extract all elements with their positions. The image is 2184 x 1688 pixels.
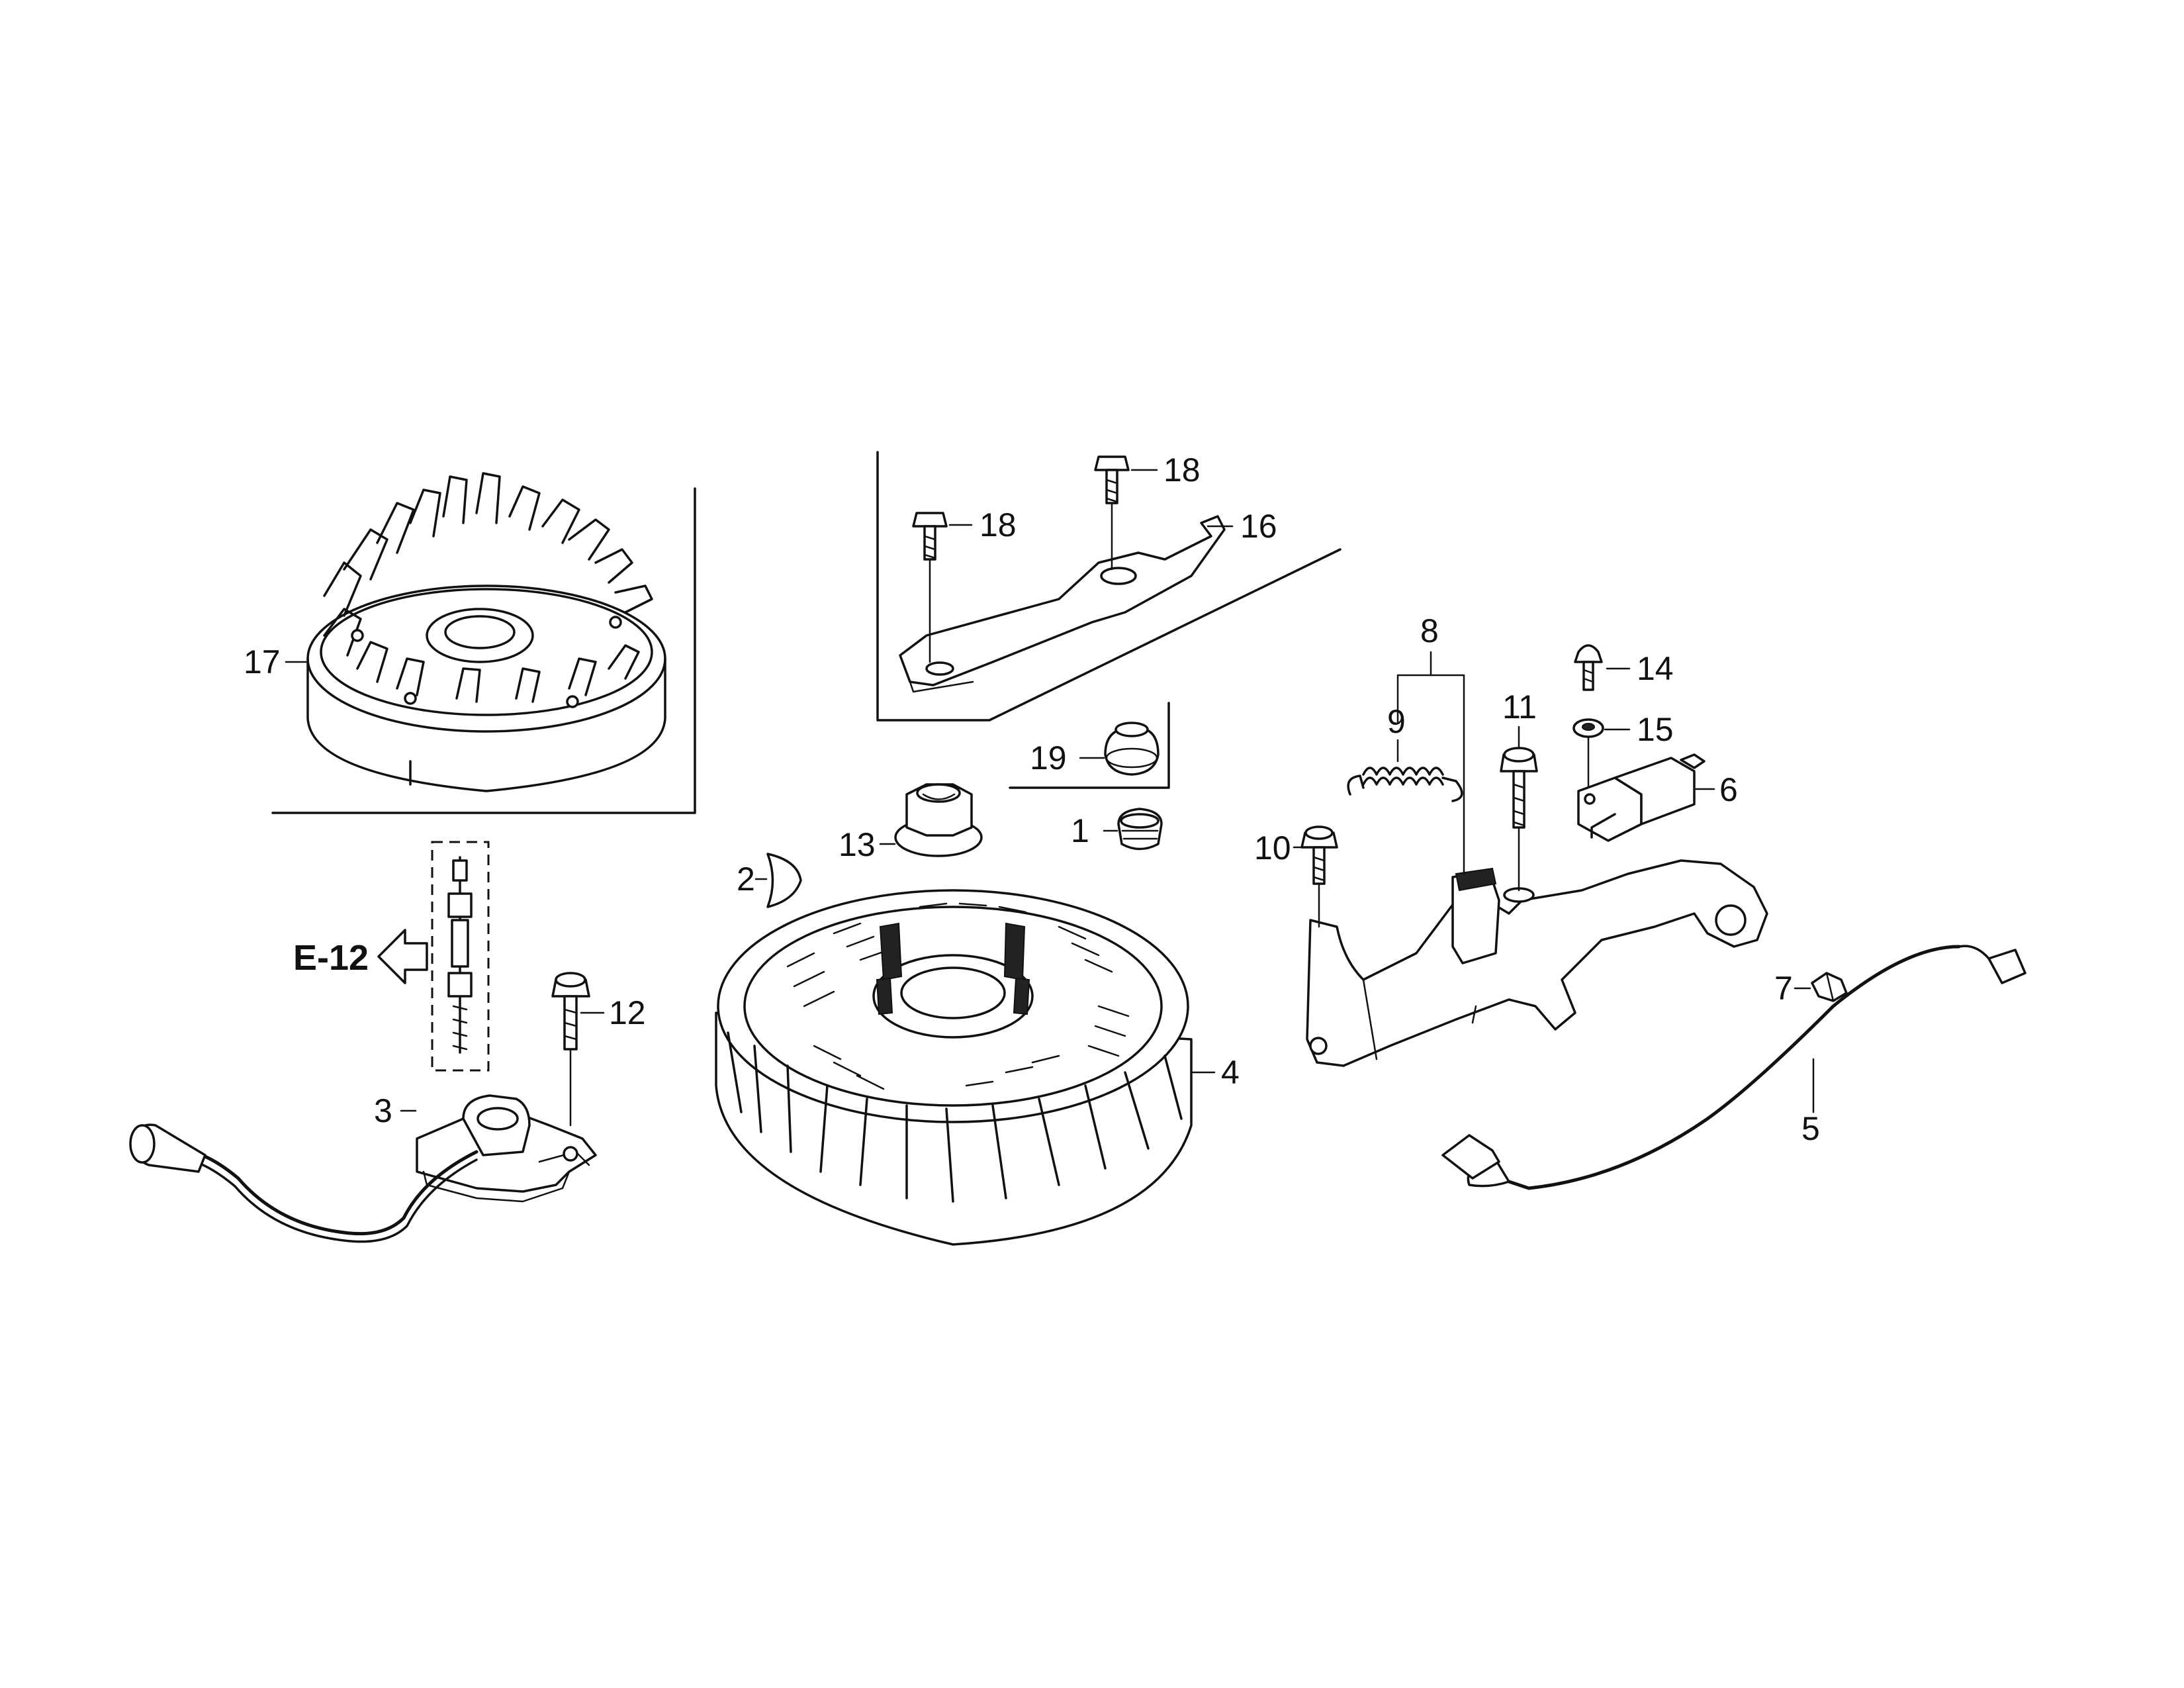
callout-15: 15 — [1637, 711, 1674, 748]
wire-clip-7 — [1811, 972, 1848, 1002]
callout-17: 17 — [244, 643, 281, 680]
callout-4: 4 — [1221, 1054, 1240, 1091]
ignition-coil-3 — [129, 1094, 597, 1243]
spring-9 — [1347, 767, 1463, 802]
washer-15 — [1572, 718, 1604, 738]
callout-6: 6 — [1719, 771, 1738, 808]
callout-13: 13 — [839, 826, 876, 863]
bolt-11 — [1500, 747, 1538, 892]
flywheel-part-17 — [306, 472, 666, 792]
woodruff-key-2 — [766, 853, 802, 908]
callout-16: 16 — [1240, 508, 1277, 545]
stop-switch-bracket-8 — [1306, 859, 1768, 1067]
screw-14 — [1574, 644, 1603, 691]
bolt-18a — [912, 512, 948, 663]
air-guide-plate-16 — [899, 515, 1226, 693]
spark-plug-reference: E-12 — [293, 841, 490, 1072]
callout-8: 8 — [1420, 612, 1439, 649]
cooling-fan-4 — [715, 889, 1193, 1246]
callout-2: 2 — [737, 861, 755, 898]
plate-panel: 18 18 16 — [876, 451, 1342, 722]
callout-9: 9 — [1387, 703, 1406, 740]
bolt-12 — [551, 972, 590, 1127]
callout-10: 10 — [1254, 829, 1291, 867]
callout-12: 12 — [609, 994, 646, 1031]
callout-18a: 18 — [979, 506, 1017, 543]
bolt-18b — [1094, 455, 1130, 571]
callout-11: 11 — [1502, 688, 1537, 726]
callout-7: 7 — [1774, 970, 1793, 1007]
callout-19: 19 — [1030, 739, 1067, 776]
wire-harness-5 — [1441, 945, 2026, 1190]
reference-label-e12: E-12 — [293, 938, 369, 978]
grommet-panel: 19 — [1009, 702, 1170, 789]
flywheel-panel: 17 — [244, 472, 696, 814]
callout-5: 5 — [1801, 1110, 1820, 1147]
plug-1 — [1117, 808, 1163, 851]
stop-switch-6 — [1577, 737, 1706, 842]
bolt-10 — [1300, 825, 1338, 928]
callout-3: 3 — [374, 1092, 392, 1129]
callout-1: 1 — [1071, 812, 1089, 849]
grommet-19 — [1104, 722, 1160, 776]
left-arrow-icon — [377, 929, 428, 984]
flange-nut-13 — [894, 783, 983, 857]
callout-18b: 18 — [1163, 451, 1201, 489]
callout-14: 14 — [1637, 650, 1674, 687]
